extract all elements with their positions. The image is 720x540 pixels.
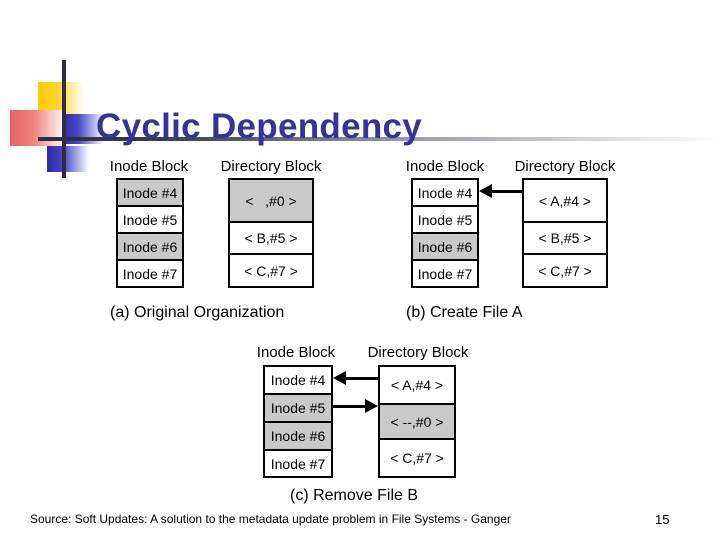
panel-c-inode-cell-3: Inode #7 [265, 451, 331, 476]
panel-b-dir-cell-0: < A,#4 > [524, 180, 606, 223]
decor-square-blue-low [47, 146, 89, 172]
page-title: Cyclic Dependency [96, 107, 423, 147]
panel-b-directory-block-header: Directory Block [514, 158, 616, 175]
panel-c-inode-block: Inode #4 Inode #5 Inode #6 Inode #7 [263, 365, 333, 478]
panel-c-arrow-dir-A-to-inode4-line [346, 377, 378, 380]
panel-c-dir-cell-2: < C,#7 > [380, 440, 454, 476]
panel-a-dir-cell-0: < ,#0 > [230, 180, 312, 223]
panel-c-caption: (c) Remove File B [290, 487, 419, 504]
panel-a-inode-block-header: Inode Block [109, 158, 189, 175]
panel-a-directory-block-header: Directory Block [220, 158, 322, 175]
panel-c-arrow-inode5-to-dir-empty-head [365, 399, 378, 413]
panel-b-inode-block: Inode #4 Inode #5 Inode #6 Inode #7 [411, 178, 479, 288]
panel-a-directory-block: < ,#0 > < B,#5 > < C,#7 > [228, 178, 314, 288]
panel-c-directory-block: < A,#4 > < --,#0 > < C,#7 > [378, 365, 456, 478]
footer-source-text: Source: Soft Updates: A solution to the … [30, 512, 511, 526]
panel-a-inode-block: Inode #4 Inode #5 Inode #6 Inode #7 [116, 178, 184, 288]
panel-a-inode-cell-3: Inode #7 [118, 261, 182, 286]
panel-a-caption: (a) Original Organization [110, 304, 285, 321]
title-decoration [0, 60, 140, 178]
panel-b-arrow-dir-A-to-inode4-line [492, 190, 522, 193]
panel-b-inode-cell-2: Inode #6 [413, 234, 477, 261]
panel-c-dir-cell-0: < A,#4 > [380, 367, 454, 405]
panel-a-inode-cell-2: Inode #6 [118, 234, 182, 261]
panel-c-inode-cell-1: Inode #5 [265, 395, 331, 423]
panel-b-inode-cell-0: Inode #4 [413, 180, 477, 207]
panel-c-arrow-inode5-to-dir-empty-line [333, 405, 365, 408]
decor-vertical-line [62, 60, 66, 178]
panel-b-dir-cell-1: < B,#5 > [524, 223, 606, 255]
footer-page-number: 15 [655, 512, 670, 527]
panel-a-inode-cell-1: Inode #5 [118, 207, 182, 234]
panel-c-inode-cell-0: Inode #4 [265, 367, 331, 395]
panel-c-inode-block-header: Inode Block [256, 344, 336, 361]
panel-b-arrow-dir-A-to-inode4-head [479, 184, 492, 198]
panel-c-arrow-dir-A-to-inode4-head [333, 371, 346, 385]
panel-b-directory-block: < A,#4 > < B,#5 > < C,#7 > [522, 178, 608, 288]
panel-c-dir-cell-1: < --,#0 > [380, 405, 454, 440]
panel-c-directory-block-header: Directory Block [367, 344, 469, 361]
panel-b-caption: (b) Create File A [406, 304, 523, 321]
panel-a-dir-cell-2: < C,#7 > [230, 255, 312, 286]
title-underline-rule [38, 137, 720, 141]
panel-b-dir-cell-2: < C,#7 > [524, 255, 606, 286]
panel-c-inode-cell-2: Inode #6 [265, 423, 331, 451]
panel-b-inode-cell-3: Inode #7 [413, 261, 477, 286]
panel-b-inode-cell-1: Inode #5 [413, 207, 477, 234]
panel-a-dir-cell-1: < B,#5 > [230, 223, 312, 255]
panel-b-inode-block-header: Inode Block [405, 158, 485, 175]
panel-a-inode-cell-0: Inode #4 [118, 180, 182, 207]
